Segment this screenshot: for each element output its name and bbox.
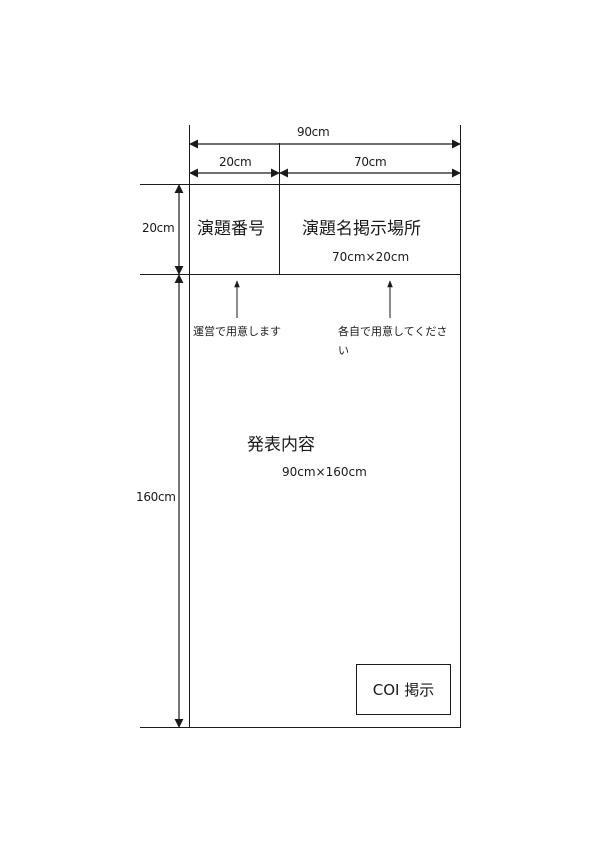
extension-lines (140, 125, 461, 728)
title-section-size: 70cm×20cm (332, 250, 410, 264)
dim-label-number-width: 20cm (219, 155, 252, 169)
number-section-label: 演題番号 (197, 219, 265, 239)
dim-label-title-width: 70cm (354, 155, 387, 169)
number-note: 運営で用意します (193, 325, 281, 338)
coi-label: COI 掲示 (372, 681, 435, 699)
poster-outline (189, 184, 461, 728)
pointer-arrows (234, 280, 393, 318)
dimension-arrows (174, 139, 461, 728)
content-section-label: 発表内容 (247, 435, 315, 455)
title-note: 各自で用意してください (338, 325, 448, 358)
dim-label-body-height: 160cm (136, 490, 176, 504)
content-section-size: 90cm×160cm (282, 465, 367, 479)
title-section-label: 演題名掲示場所 (302, 219, 421, 239)
dim-label-header-height: 20cm (142, 221, 175, 235)
dim-label-total-width: 90cm (297, 125, 330, 139)
coi-box: COI 掲示 (356, 664, 451, 715)
